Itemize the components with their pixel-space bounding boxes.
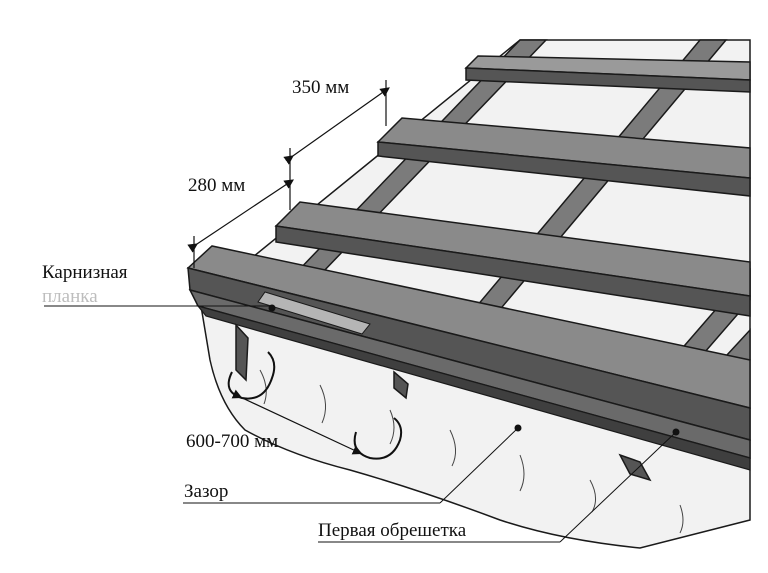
dimension-lines — [187, 80, 390, 455]
first-batten-label: Первая обрешетка — [318, 520, 467, 541]
dimension-label-600-700: 600-700 мм — [186, 431, 279, 452]
leader-lines — [44, 304, 680, 543]
eave-strip — [188, 288, 751, 471]
dimension-label-280: 280 мм — [188, 175, 246, 196]
eave-strip-label-line2: планка — [42, 286, 98, 307]
batten-side-4 — [465, 67, 751, 93]
gap-label: Зазор — [184, 481, 229, 502]
gutter-brackets — [235, 323, 652, 482]
eave-strip-label: Карнизная — [42, 262, 128, 283]
dimension-label-350: 350 мм — [292, 77, 350, 98]
